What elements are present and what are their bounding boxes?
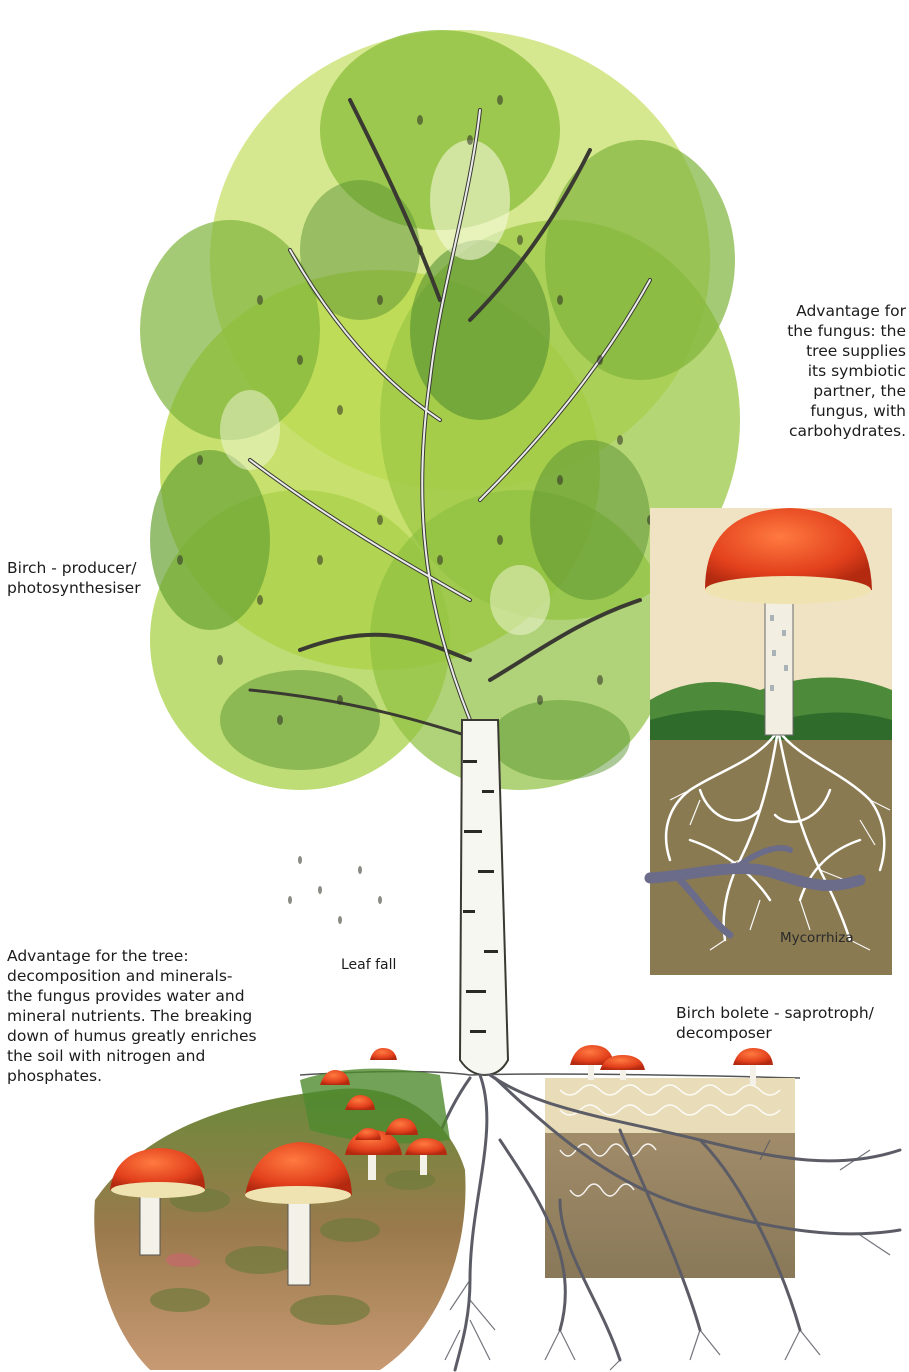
mycorrhiza-label: Mycorrhiza [780,928,854,948]
birch-bolete-label: Birch bolete - saprotroph/ decomposer [676,1003,906,1043]
birch-producer-label: Birch - producer/ photosynthesiser [7,558,207,598]
leaf-fall-label: Leaf fall [341,955,396,975]
fungus-advantage-label: Advantage for the fungus: the tree suppl… [766,301,906,441]
mycorrhiza-inset [650,508,892,975]
tree-advantage-label: Advantage for the tree: decomposition an… [7,946,277,1086]
